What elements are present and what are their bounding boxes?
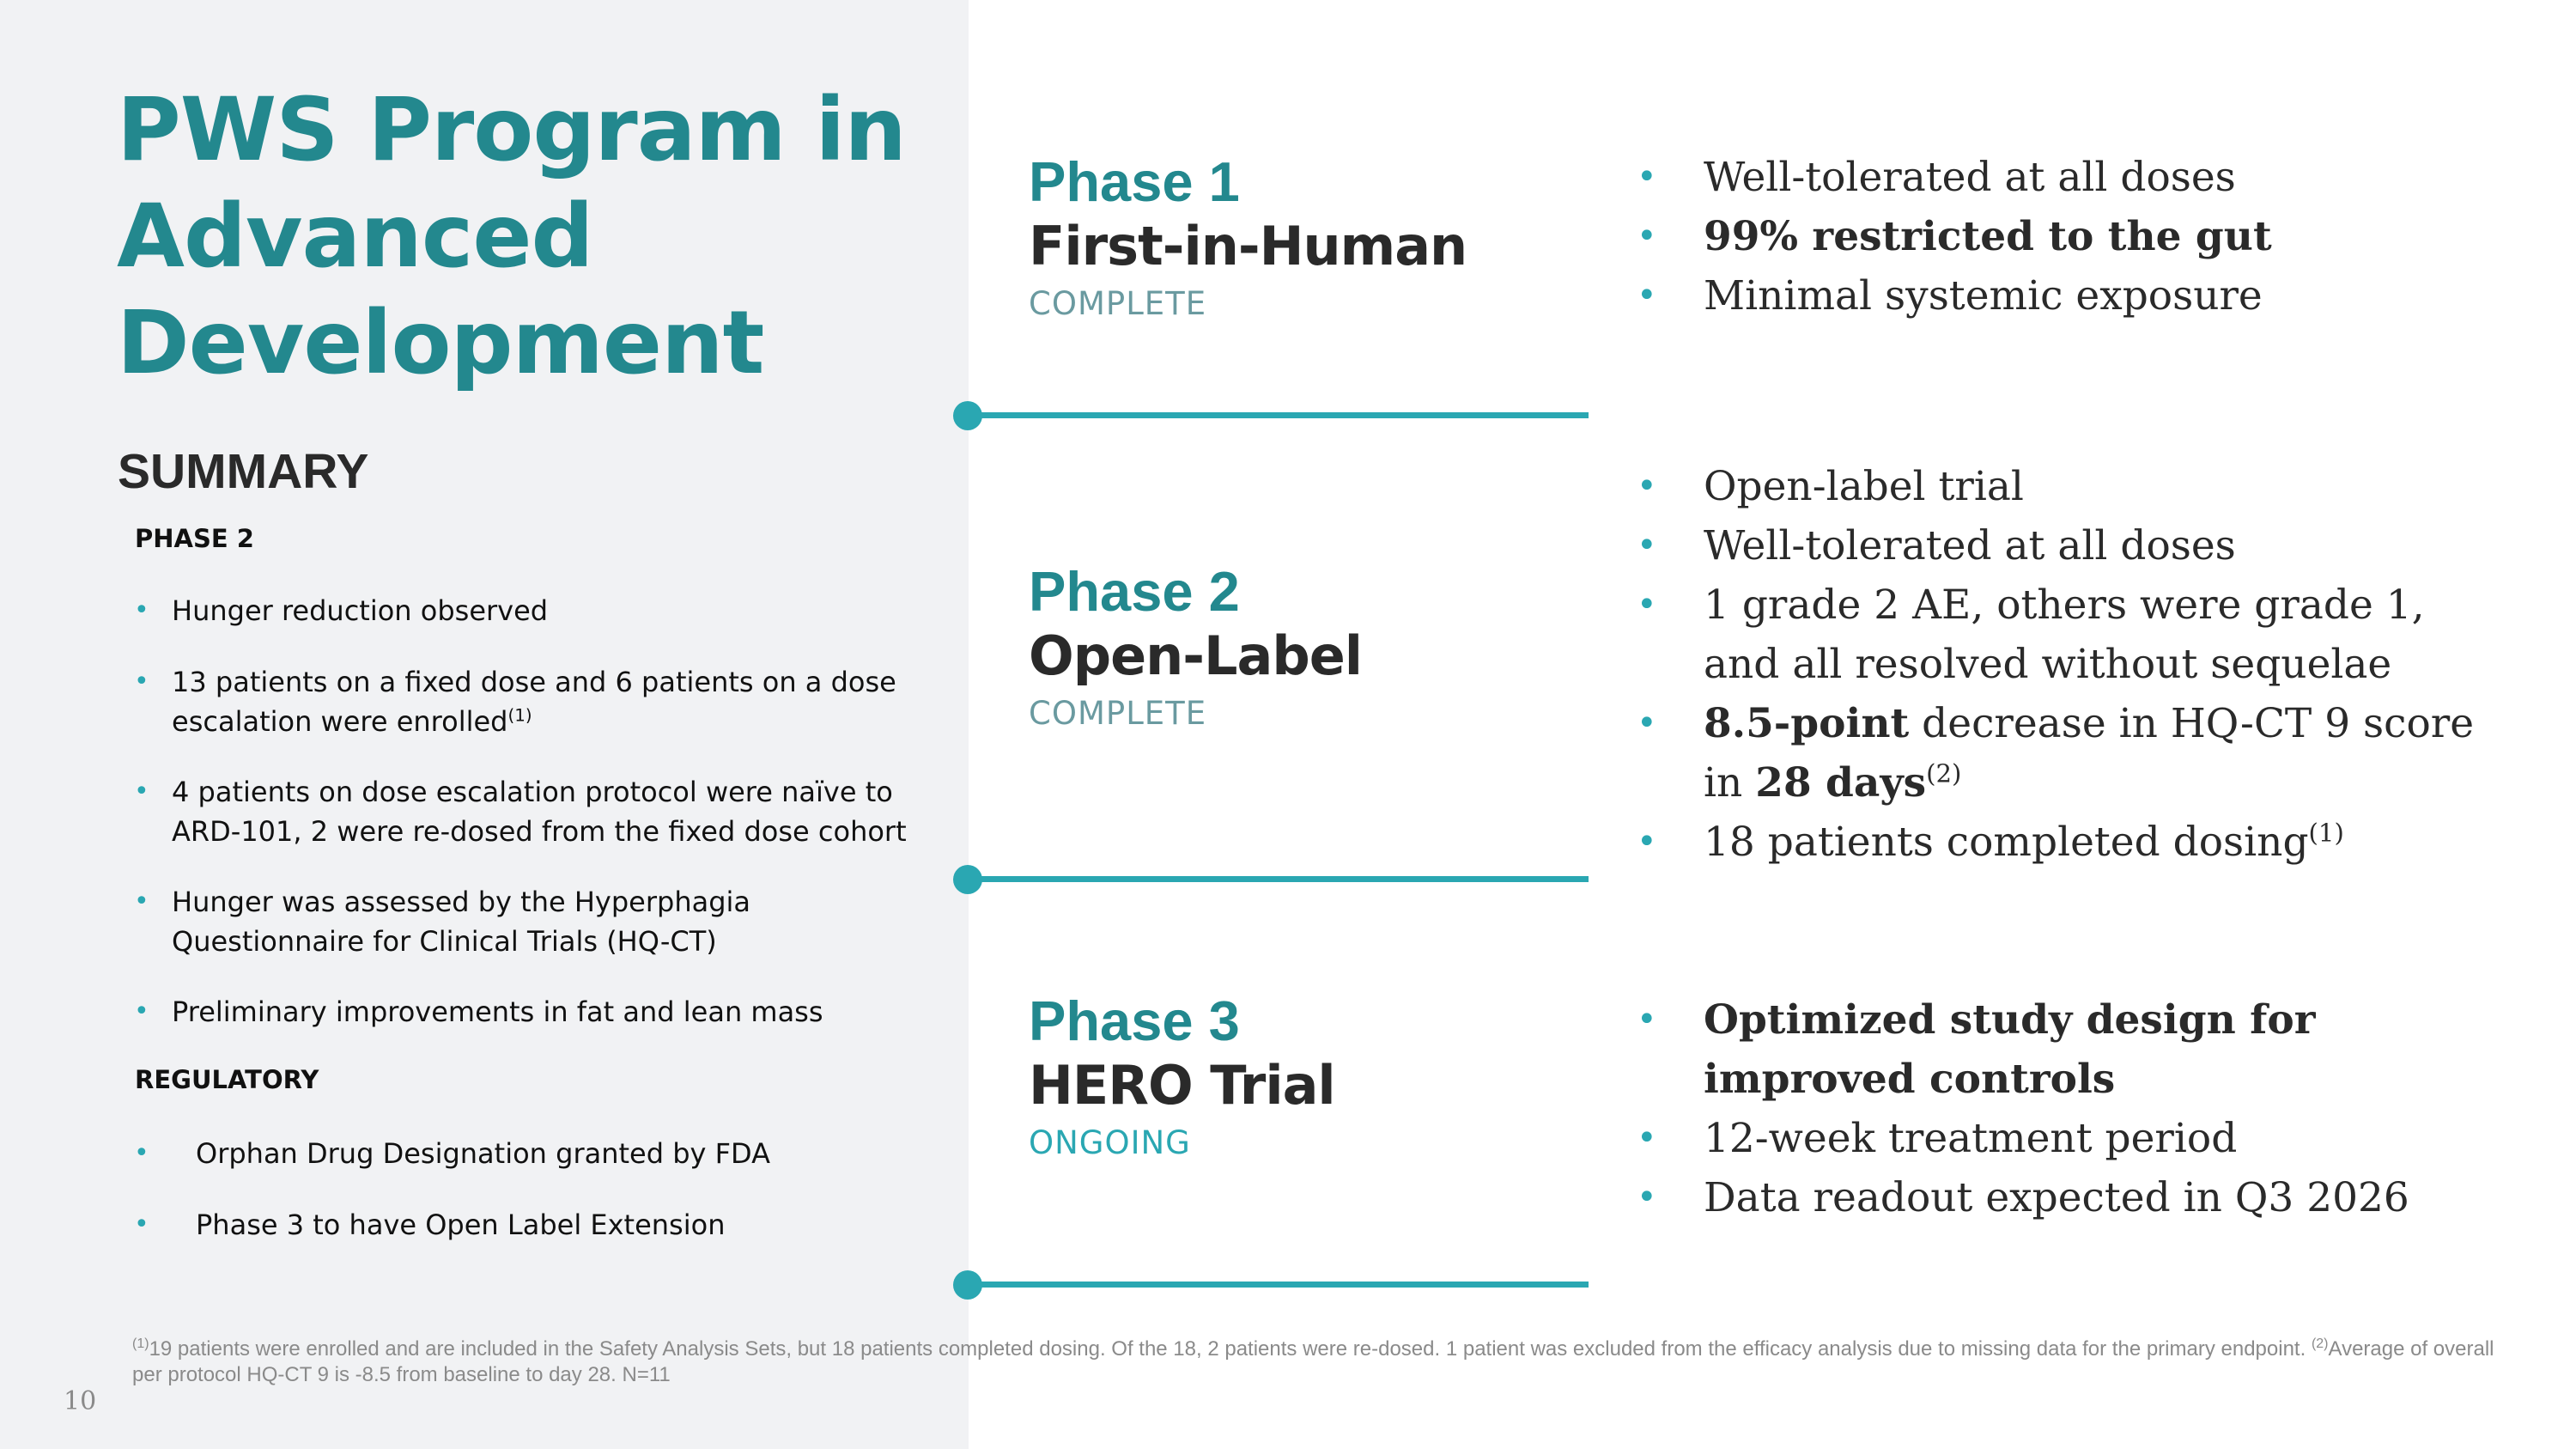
bullet-icon: • bbox=[134, 996, 149, 1026]
phase-name: First-in-Human bbox=[1029, 215, 1467, 277]
bullet-icon: • bbox=[134, 667, 149, 697]
bullet-icon: • bbox=[134, 1209, 149, 1239]
bullet-icon: • bbox=[1637, 703, 1657, 743]
phase-1-details: • Well-tolerated at all doses • 99% rest… bbox=[1637, 148, 2495, 326]
list-item: • 13 patients on a fixed dose and 6 pati… bbox=[134, 662, 907, 741]
list-item: • 8.5-point decrease in HQ-CT 9 score in… bbox=[1637, 694, 2495, 813]
timeline-divider bbox=[969, 876, 1589, 882]
list-item: • 1 grade 2 AE, others were grade 1, and… bbox=[1637, 575, 2495, 694]
phase-status: COMPLETE bbox=[1029, 285, 1207, 322]
list-item: • Phase 3 to have Open Label Extension bbox=[134, 1205, 907, 1245]
summary-heading: SUMMARY bbox=[118, 444, 369, 499]
bullet-icon: • bbox=[134, 886, 149, 916]
bullet-icon: • bbox=[1637, 466, 1657, 506]
left-panel bbox=[0, 0, 969, 1449]
list-item: • 4 patients on dose escalation protocol… bbox=[134, 772, 907, 851]
bullet-icon: • bbox=[1637, 1178, 1657, 1217]
phase-name: HERO Trial bbox=[1029, 1054, 1336, 1117]
bullet-icon: • bbox=[1637, 216, 1657, 256]
bullet-icon: • bbox=[134, 776, 149, 807]
phase-number: Phase 2 bbox=[1029, 560, 1240, 623]
phase-2-block: Phase 2 Open-Label COMPLETE bbox=[1029, 560, 1363, 738]
list-item: • 12-week treatment period bbox=[1637, 1109, 2495, 1168]
list-item: • Well-tolerated at all doses bbox=[1637, 516, 2495, 575]
list-item: • 18 patients completed dosing(1) bbox=[1637, 813, 2495, 872]
phase-name: Open-Label bbox=[1029, 624, 1363, 687]
timeline-divider bbox=[969, 1282, 1589, 1288]
bullet-icon: • bbox=[1637, 157, 1657, 197]
list-item: • Hunger reduction observed bbox=[134, 591, 907, 630]
regulatory-section-label: REGULATORY bbox=[135, 1065, 319, 1094]
list-item: • Open-label trial bbox=[1637, 457, 2495, 516]
list-item: • Data readout expected in Q3 2026 bbox=[1637, 1168, 2495, 1227]
phase-number: Phase 1 bbox=[1029, 150, 1240, 213]
bullet-icon: • bbox=[1637, 585, 1657, 624]
footnote: (1)19 patients were enrolled and are inc… bbox=[132, 1336, 2494, 1387]
bullet-icon: • bbox=[134, 595, 149, 625]
list-item: • Orphan Drug Designation granted by FDA bbox=[134, 1134, 907, 1173]
page-title: PWS Program in Advanced Development bbox=[117, 79, 907, 394]
phase2-section-label: PHASE 2 bbox=[135, 524, 254, 553]
list-item: • 99% restricted to the gut bbox=[1637, 207, 2495, 266]
phase-3-details: • Optimized study design for improved co… bbox=[1637, 990, 2495, 1227]
list-item: • Hunger was assessed by the Hyperphagia… bbox=[134, 882, 907, 961]
bullet-icon: • bbox=[134, 1138, 149, 1168]
phase-2-details: • Open-label trial • Well-tolerated at a… bbox=[1637, 457, 2495, 872]
bullet-icon: • bbox=[1637, 526, 1657, 565]
phase-3-block: Phase 3 HERO Trial ONGOING bbox=[1029, 989, 1336, 1167]
list-item: • Minimal systemic exposure bbox=[1637, 266, 2495, 326]
phase-1-block: Phase 1 First-in-Human COMPLETE bbox=[1029, 151, 1467, 328]
bullet-icon: • bbox=[1637, 1000, 1657, 1039]
bullet-icon: • bbox=[1637, 276, 1657, 315]
timeline-divider bbox=[969, 412, 1589, 418]
phase-status: COMPLETE bbox=[1029, 695, 1207, 732]
list-item: • Optimized study design for improved co… bbox=[1637, 990, 2495, 1109]
list-item: • Preliminary improvements in fat and le… bbox=[134, 992, 907, 1032]
bullet-icon: • bbox=[1637, 1118, 1657, 1158]
phase-status: ONGOING bbox=[1029, 1124, 1191, 1161]
list-item: • Well-tolerated at all doses bbox=[1637, 148, 2495, 207]
bullet-icon: • bbox=[1637, 822, 1657, 861]
page-number: 10 bbox=[64, 1386, 97, 1416]
phase-number: Phase 3 bbox=[1029, 989, 1240, 1052]
